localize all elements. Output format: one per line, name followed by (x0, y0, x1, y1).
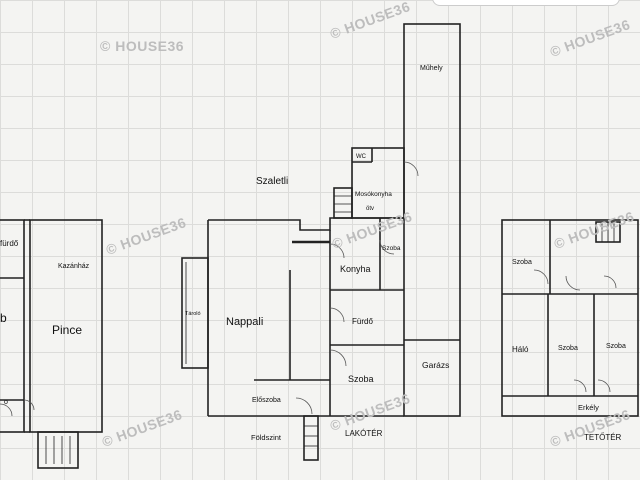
room-label-basement-furdo: fürdő (0, 239, 19, 248)
small-stairs (333, 187, 353, 219)
door-swing (295, 397, 313, 415)
room-label-wc: WC (356, 154, 367, 160)
room-label-basement-b: b (0, 311, 7, 325)
room-label-muhely: Műhely (420, 65, 443, 72)
attic-outline (501, 219, 639, 417)
door-swing (403, 161, 419, 177)
room-label-eloszoba: Előszoba (252, 397, 281, 404)
room-label-szoba-small: Szoba (382, 245, 401, 252)
room-label-attic-szoba1: Szoba (512, 259, 532, 266)
room-label-erkely: Erkély (578, 403, 599, 412)
floor-label-foldszint: Földszint (251, 433, 282, 442)
room-label-garazs: Garázs (422, 360, 449, 370)
room-label-tarolo: Tároló (185, 311, 201, 317)
room-label-otv: ötv (366, 206, 374, 212)
room-label-kazanhaz: Kazánház (58, 263, 90, 270)
door-swing (533, 269, 549, 285)
room-label-konyha: Konyha (340, 264, 371, 274)
door-swing (0, 403, 13, 417)
basement-left-wing (0, 219, 25, 433)
door-swing (603, 275, 617, 289)
room-label-halo: Háló (512, 345, 529, 354)
room-label-attic-szoba2: Szoba (558, 345, 578, 352)
room-label-basement-o: o (4, 399, 8, 406)
muhely-garazs-outline (403, 23, 461, 417)
door-swing (329, 243, 345, 259)
room-label-szoba: Szoba (348, 374, 374, 384)
door-swing (329, 349, 347, 367)
door-swing (23, 399, 35, 411)
walls (0, 23, 639, 469)
basement-stairs (37, 431, 79, 469)
door-swings (0, 161, 617, 417)
floor-caption-lakoter: LAKÓTÉR (345, 429, 383, 438)
door-swing (573, 379, 587, 393)
door-swing (329, 307, 345, 323)
room-label-mosokonyha: Mosókonyha (355, 191, 392, 198)
door-swing (565, 275, 581, 291)
room-label-attic-szoba3: Szoba (606, 343, 626, 350)
floor-caption-teteter: TETŐTÉR (584, 433, 622, 442)
watermark: © HOUSE36 (100, 38, 185, 54)
entrance-stairs (303, 415, 319, 461)
room-label-furdo: Fürdő (352, 317, 373, 326)
terrace-outline (181, 257, 209, 369)
room-label-nappali: Nappali (226, 316, 263, 328)
door-swing (597, 379, 611, 393)
door-swing (379, 239, 395, 255)
watermark-logo-icon: © (100, 38, 111, 54)
room-label-pince: Pince (52, 323, 82, 337)
room-label-szaletli: Szaletli (256, 176, 288, 187)
